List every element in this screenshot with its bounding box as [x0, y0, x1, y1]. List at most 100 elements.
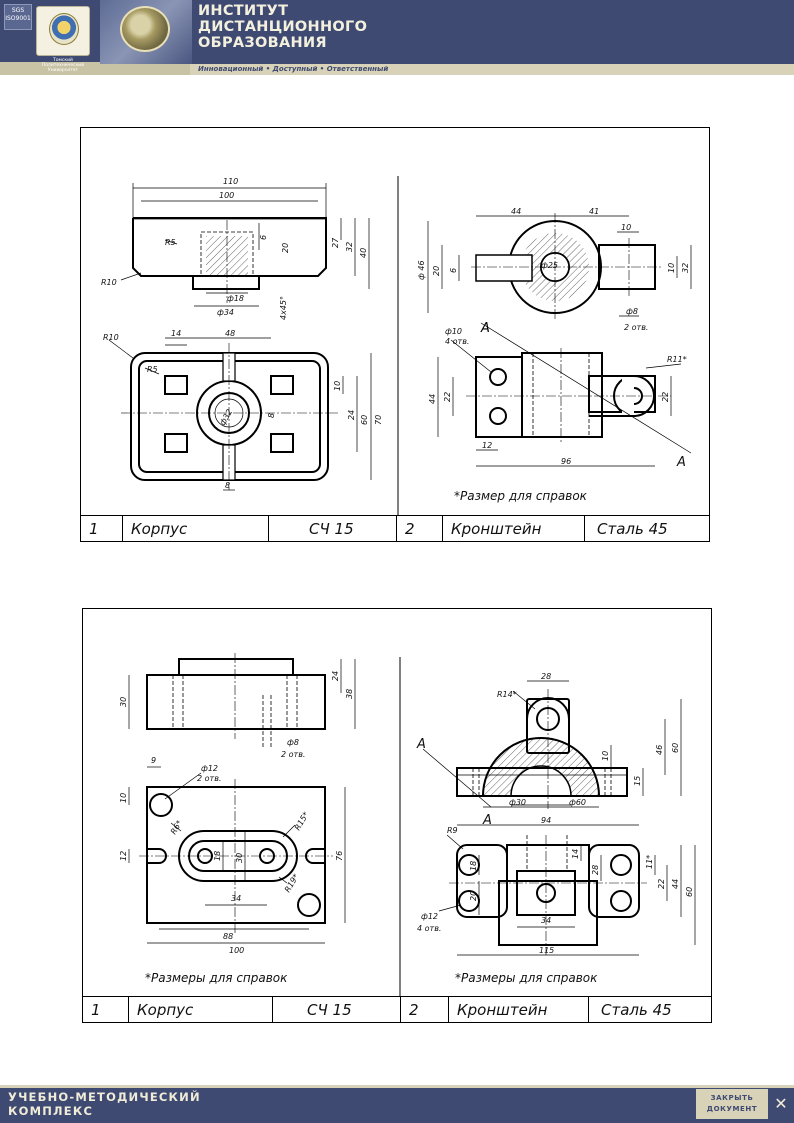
- position-number: 2: [397, 516, 443, 542]
- institute-title-line: ИНСТИТУТ: [198, 3, 289, 19]
- reference-note: *Размеры для справок: [145, 971, 288, 985]
- part-material: Сталь 45: [597, 520, 668, 538]
- dim-label: 44: [428, 394, 437, 404]
- dim-label: 48: [225, 329, 235, 338]
- dim-label: ф25: [541, 261, 558, 270]
- bracket-front-view: 44 41 10 ф25 ф 46 20 6 10 32 ф8 2 отв.: [417, 207, 692, 332]
- bracket-front-view: 28 R14* 10 46 60 15 ф30 ф60: [422, 672, 682, 809]
- dim-label: 110: [223, 177, 238, 186]
- dim-label: 8: [267, 413, 276, 418]
- dim-label: 10: [601, 751, 610, 761]
- dim-label: 18: [469, 861, 478, 871]
- dim-label: R19*: [283, 872, 301, 894]
- dim-label: ф8: [287, 738, 299, 747]
- dim-label: 20: [469, 891, 478, 901]
- dim-label: R10: [103, 333, 119, 342]
- housing-top-view: 14 48 R10 R5 10 24 60 70 8 ф32 8: [103, 329, 383, 491]
- sheet1-drawing: 110 100 R5 R10 6 20 27 32 40 ф18 ф34 4х4…: [101, 176, 692, 516]
- university-logo: [36, 6, 90, 56]
- dim-label: 18: [213, 851, 222, 861]
- dim-label: 27: [331, 237, 340, 248]
- dim-label: 44: [511, 207, 521, 216]
- dim-label: 88: [223, 932, 233, 941]
- header-banner: SGS ISO9001 Томский Политехнический Унив…: [0, 0, 794, 75]
- sheet2-drawing: 30 24 38 ф8 2 отв.: [119, 653, 696, 997]
- dim-label: R15*: [293, 810, 311, 832]
- dim-label: 6: [449, 268, 458, 273]
- dim-label: 20: [432, 266, 441, 276]
- university-seal-icon: [49, 13, 79, 45]
- bracket-top-view: ф10 4 отв. А R11* 44 22 22 12 96: [428, 321, 692, 467]
- dim-label: 100: [219, 191, 234, 200]
- dim-label: 2 отв.: [281, 750, 305, 759]
- dim-label: ф12: [421, 912, 438, 921]
- dim-label: R10: [101, 278, 117, 287]
- dim-label: 32: [345, 242, 354, 252]
- institute-title-line: ДИСТАНЦИОННОГО: [198, 19, 368, 35]
- dim-label: 22: [657, 879, 666, 889]
- title-block: 1 Корпус СЧ 15 2 Кронштейн Сталь 45: [81, 515, 709, 542]
- dim-label: 24: [331, 671, 340, 681]
- institute-title: ИНСТИТУТ ДИСТАНЦИОННОГО ОБРАЗОВАНИЯ: [198, 3, 367, 51]
- dim-label: 2 отв.: [624, 323, 648, 332]
- dim-label: 12: [482, 441, 492, 450]
- dim-label: 22: [443, 392, 452, 402]
- dim-label: 76: [335, 851, 344, 861]
- dim-label: 11*: [645, 855, 654, 869]
- dim-label: 30: [119, 697, 128, 707]
- dim-label: 40: [359, 248, 368, 258]
- close-icon[interactable]: ✕: [774, 1094, 788, 1113]
- dim-label: 8: [225, 481, 230, 490]
- part-material: Сталь 45: [601, 1001, 672, 1019]
- close-document-label: ЗАКРЫТЬ: [710, 1094, 754, 1102]
- dim-label: 6: [259, 235, 268, 240]
- dim-label: ф8: [626, 307, 638, 316]
- close-document-label: ДОКУМЕНТ: [706, 1105, 758, 1113]
- dim-label: ф10: [445, 327, 462, 336]
- housing-top-view: 9 ф12 2 отв. 10 R6* R15* 12 18 30 R19* 3…: [119, 756, 346, 955]
- dim-label: 10: [621, 223, 631, 232]
- footer-line: [0, 1085, 794, 1088]
- dim-label: 32: [681, 263, 690, 273]
- dim-label: 24: [347, 410, 356, 420]
- part-name: Корпус: [123, 516, 269, 542]
- dim-label: 41: [589, 207, 599, 216]
- dim-label: 30: [235, 853, 244, 863]
- part-name: Кронштейн: [443, 516, 585, 542]
- dim-label: ф60: [569, 798, 586, 807]
- dim-label: R6*: [169, 819, 184, 836]
- dim-label: ф30: [509, 798, 526, 807]
- dim-label: 38: [345, 689, 354, 699]
- dim-label: 60: [671, 743, 680, 753]
- dim-label: 34: [541, 916, 551, 925]
- dim-label: 9: [151, 756, 156, 765]
- section-mark: А: [480, 321, 490, 336]
- close-document-button[interactable]: ЗАКРЫТЬ ДОКУМЕНТ: [696, 1089, 768, 1119]
- globe-icon: [120, 6, 170, 52]
- institute-title-line: ОБРАЗОВАНИЯ: [198, 35, 327, 51]
- university-name: Томский Политехнический Университет: [41, 58, 85, 73]
- iso-badge: SGS ISO9001: [4, 4, 32, 30]
- complex-label-line: УЧЕБНО-МЕТОДИЧЕСКИЙ: [8, 1090, 201, 1104]
- iso-sub: SGS: [11, 7, 25, 14]
- dim-label: 115: [539, 946, 554, 955]
- section-mark: А: [483, 813, 492, 828]
- dim-label: R14*: [497, 690, 517, 699]
- dim-label: ф 46: [417, 260, 426, 280]
- dim-label: 10: [119, 793, 128, 803]
- dim-label: R5: [165, 238, 176, 247]
- footer-background: [0, 1085, 794, 1123]
- drawing-sheet-1: 110 100 R5 R10 6 20 27 32 40 ф18 ф34 4х4…: [80, 127, 710, 542]
- header-strip-left: [0, 62, 190, 75]
- dim-label: 14: [571, 849, 580, 859]
- dim-label: 22: [661, 392, 670, 402]
- dim-label: 4х45°: [279, 296, 288, 320]
- dim-label: 60: [360, 415, 369, 425]
- position-number: 2: [401, 997, 449, 1023]
- header-strip: [0, 64, 794, 75]
- bracket-top-view: R9 94 14 18 20 28 11* 22 44 60 ф12 4 отв…: [417, 816, 694, 956]
- section-mark: А: [417, 737, 426, 752]
- housing-front-view: 30 24 38 ф8 2 отв.: [119, 653, 356, 759]
- dim-label: 46: [655, 745, 664, 755]
- dim-label: ф12: [201, 764, 218, 773]
